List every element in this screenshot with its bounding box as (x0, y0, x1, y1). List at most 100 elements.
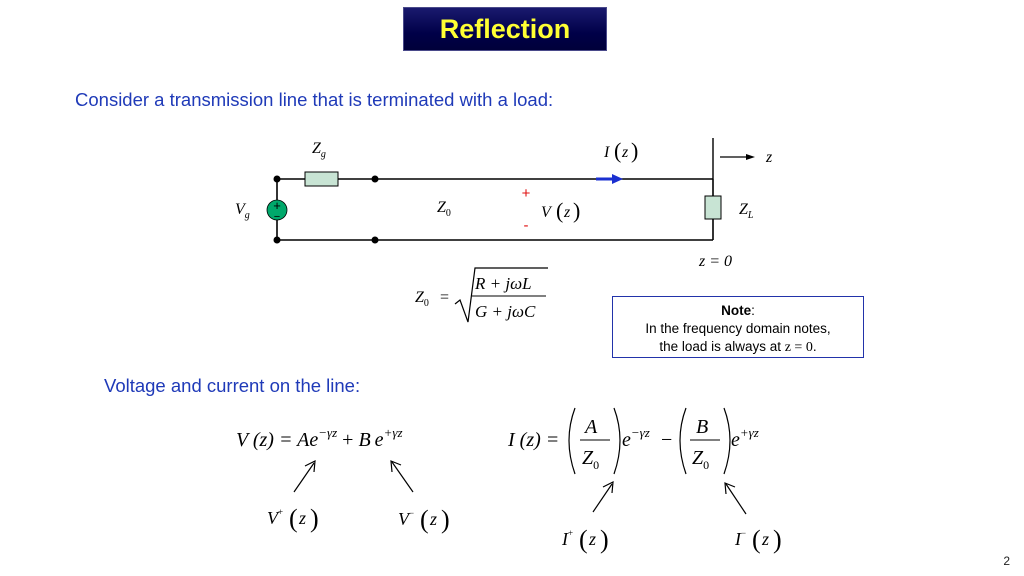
current-eq-Z0a-symbol: Z (582, 447, 594, 469)
voltage-source (266, 199, 288, 221)
v-minus-annotation: V− (398, 508, 414, 529)
voltage-eq-B: B (358, 429, 370, 451)
z0-denominator: G + jωC (475, 302, 536, 321)
iz-symbol: I (603, 144, 610, 161)
vz-arg: z (563, 204, 571, 221)
current-eq-paren-right-1 (613, 407, 621, 475)
note-line-2-suffix: . (812, 339, 817, 354)
slide-title: Reflection (439, 13, 571, 44)
iz-arg: z (621, 144, 629, 161)
note-line-2-math: z = 0 (784, 340, 813, 355)
i-minus-arg: z (761, 529, 769, 549)
zg-subscript: g (321, 149, 326, 160)
arrow-i-plus (592, 483, 613, 513)
current-eq-paren-left-2 (679, 407, 687, 475)
z0-formula-subscript: 0 (424, 298, 429, 309)
v-minus-sup: − (409, 508, 414, 518)
note-line-1: In the frequency domain notes, (645, 321, 831, 336)
arrow-i-minus-head (724, 482, 736, 495)
v-plus-annotation: V+ (267, 507, 283, 528)
current-arrow-head (612, 174, 623, 184)
voltage-eq-e1: e (309, 429, 318, 451)
iz-paren-close: ) (631, 138, 638, 163)
vg-subscript: g (245, 210, 250, 221)
i-minus-paren-open: ( (752, 525, 761, 554)
zl-subscript: L (747, 210, 754, 221)
v-plus-paren-close: ) (310, 504, 319, 533)
z0-formula-symbol: Z (415, 289, 425, 306)
current-eq-Z0b-subscript: 0 (703, 458, 709, 472)
current-eq-paren-left-1 (568, 407, 576, 475)
i-minus-annotation: I− (734, 528, 746, 549)
v-minus-sign: - (524, 217, 529, 234)
z0-numerator: R + jωL (474, 274, 532, 293)
i-plus-paren-close: ) (600, 525, 609, 554)
current-eq-exp1: −γz (631, 425, 650, 440)
node-top-input (371, 175, 379, 183)
i-plus-sup: + (568, 528, 573, 538)
i-minus-sup: − (741, 528, 746, 538)
z-axis-label: z (765, 149, 773, 166)
current-eq-e1: e (622, 429, 631, 451)
zg-label: Zg (312, 140, 326, 160)
z-zero-label: z = 0 (698, 253, 732, 270)
z0-formula-eq: = (440, 289, 449, 306)
vz-paren-open: ( (556, 198, 563, 223)
generator-resistor (304, 171, 339, 187)
voltage-current-heading: Voltage and current on the line: (104, 375, 361, 396)
z0-symbol: Z (437, 199, 447, 216)
current-eq-A: A (583, 416, 598, 438)
i-minus-paren-close: ) (773, 525, 782, 554)
current-eq-Z0b-symbol: Z (692, 447, 704, 469)
arrow-i-plus-head (602, 480, 614, 494)
zl-label: ZL (739, 201, 754, 221)
current-eq-lhs: I (z) = (507, 429, 559, 451)
current-eq-e2: e (731, 429, 740, 451)
source-plus: + (273, 198, 281, 213)
source-minus: − (274, 211, 280, 223)
v-minus-paren-open: ( (420, 505, 429, 534)
load-resistor (704, 195, 722, 220)
node-bottom-input (371, 236, 379, 244)
i-minus-symbol: I (734, 529, 742, 549)
arrow-v-plus (293, 462, 315, 493)
note-line-2: the load is always at z = 0. (613, 338, 863, 357)
note-heading: Note (721, 303, 752, 318)
v-plus-arg: z (298, 508, 306, 528)
page-number: 2 (1003, 554, 1010, 568)
v-plus-sign: + (522, 185, 531, 202)
note-colon: : (751, 303, 755, 318)
current-eq-Z0a: Z0 (582, 447, 599, 472)
current-eq-term1: e−γz (622, 425, 650, 451)
arrow-v-plus-head (304, 459, 316, 473)
vz-label: V (541, 204, 553, 221)
i-plus-annotation: I+ (561, 528, 573, 549)
voltage-eq-e2: e (375, 429, 384, 451)
current-eq-Z0a-subscript: 0 (593, 458, 599, 472)
z0-subscript: 0 (446, 208, 451, 219)
v-plus-paren-open: ( (289, 504, 298, 533)
sqrt-sign (454, 267, 548, 323)
v-minus-paren-close: ) (441, 505, 450, 534)
arrow-v-minus (391, 461, 414, 493)
arrow-v-minus-head (390, 460, 402, 473)
current-eq-minus: − (661, 429, 672, 451)
note-line-2-prefix: the load is always at (659, 339, 785, 354)
arrow-i-minus (725, 483, 747, 515)
slide-title-banner: Reflection (403, 7, 607, 51)
iz-paren-open: ( (614, 138, 621, 163)
note-box: Note: In the frequency domain notes, the… (612, 296, 864, 358)
intro-text: Consider a transmission line that is ter… (75, 89, 554, 110)
i-plus-symbol: I (561, 529, 569, 549)
note-heading-line: Note: (613, 302, 863, 320)
z-axis-arrow-head (746, 154, 755, 160)
voltage-eq-exp2: +γz (384, 425, 403, 440)
current-eq-exp2: +γz (740, 425, 759, 440)
current-eq-paren-right-2 (723, 407, 731, 475)
z0-label: Z0 (437, 199, 451, 219)
voltage-eq-exp1: −γz (318, 425, 337, 440)
voltage-eq-A: A (295, 429, 310, 451)
voltage-eq-lhs: V (z) = (236, 429, 297, 451)
current-eq-B: B (696, 416, 708, 438)
